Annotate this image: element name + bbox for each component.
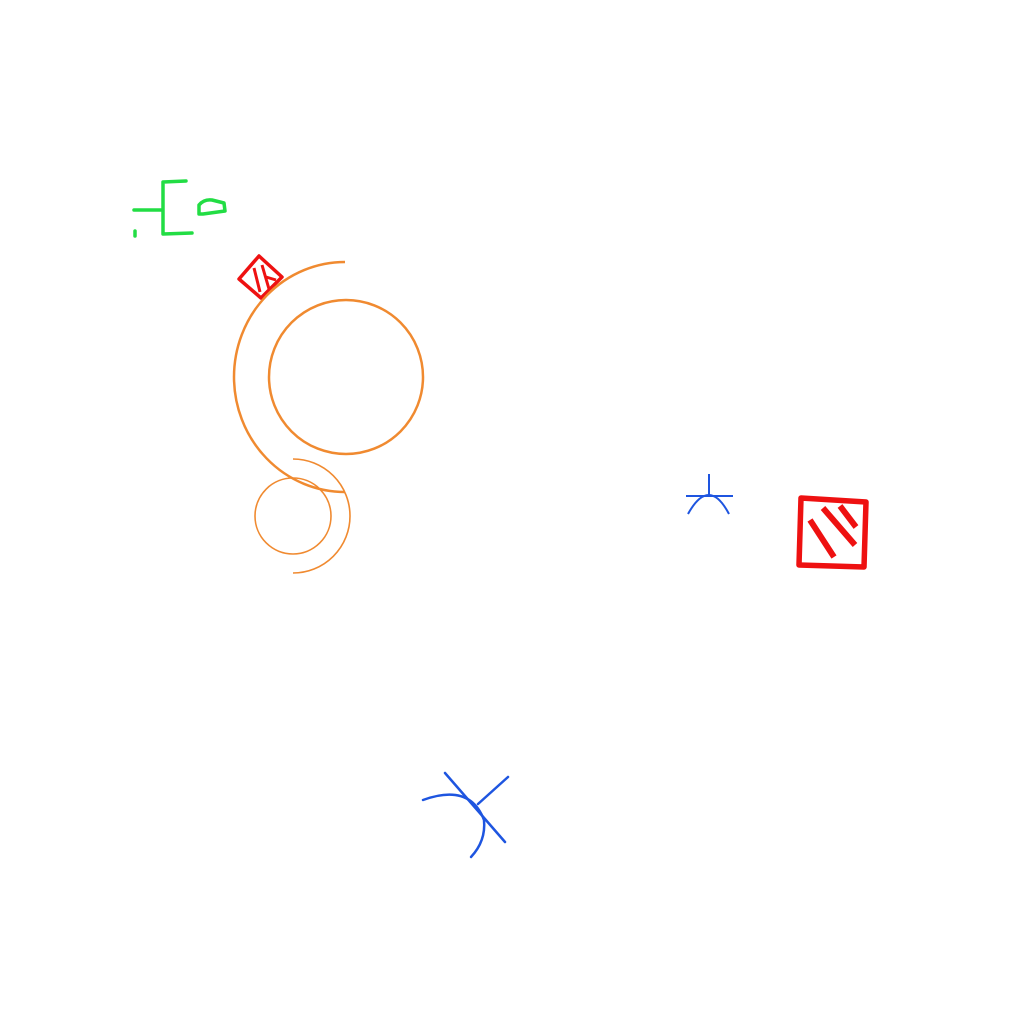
cross-lines xyxy=(443,771,510,844)
cross-lines xyxy=(686,474,733,497)
small-blue-arc-cross-symbol xyxy=(686,474,733,515)
square-outline xyxy=(796,495,869,570)
diamond-hatch xyxy=(252,264,277,293)
small-orange-circle-arc-symbol xyxy=(254,458,351,574)
outer-arc xyxy=(292,458,351,574)
arc xyxy=(687,494,730,515)
arc xyxy=(421,793,486,859)
green-bracket-symbol xyxy=(132,179,227,238)
diamond-outline xyxy=(237,254,284,300)
large-blue-arc-cross-symbol xyxy=(421,771,510,859)
outer-arc xyxy=(232,260,346,494)
capsule-icon xyxy=(197,198,227,216)
bracket-icon xyxy=(132,179,194,236)
small-red-diamond-symbol xyxy=(237,254,284,300)
inner-circle xyxy=(267,298,425,456)
square-hatch xyxy=(807,504,859,559)
large-orange-circle-arc-symbol xyxy=(232,260,425,494)
inner-circle xyxy=(254,477,332,555)
large-red-hatched-square-symbol xyxy=(796,495,869,570)
